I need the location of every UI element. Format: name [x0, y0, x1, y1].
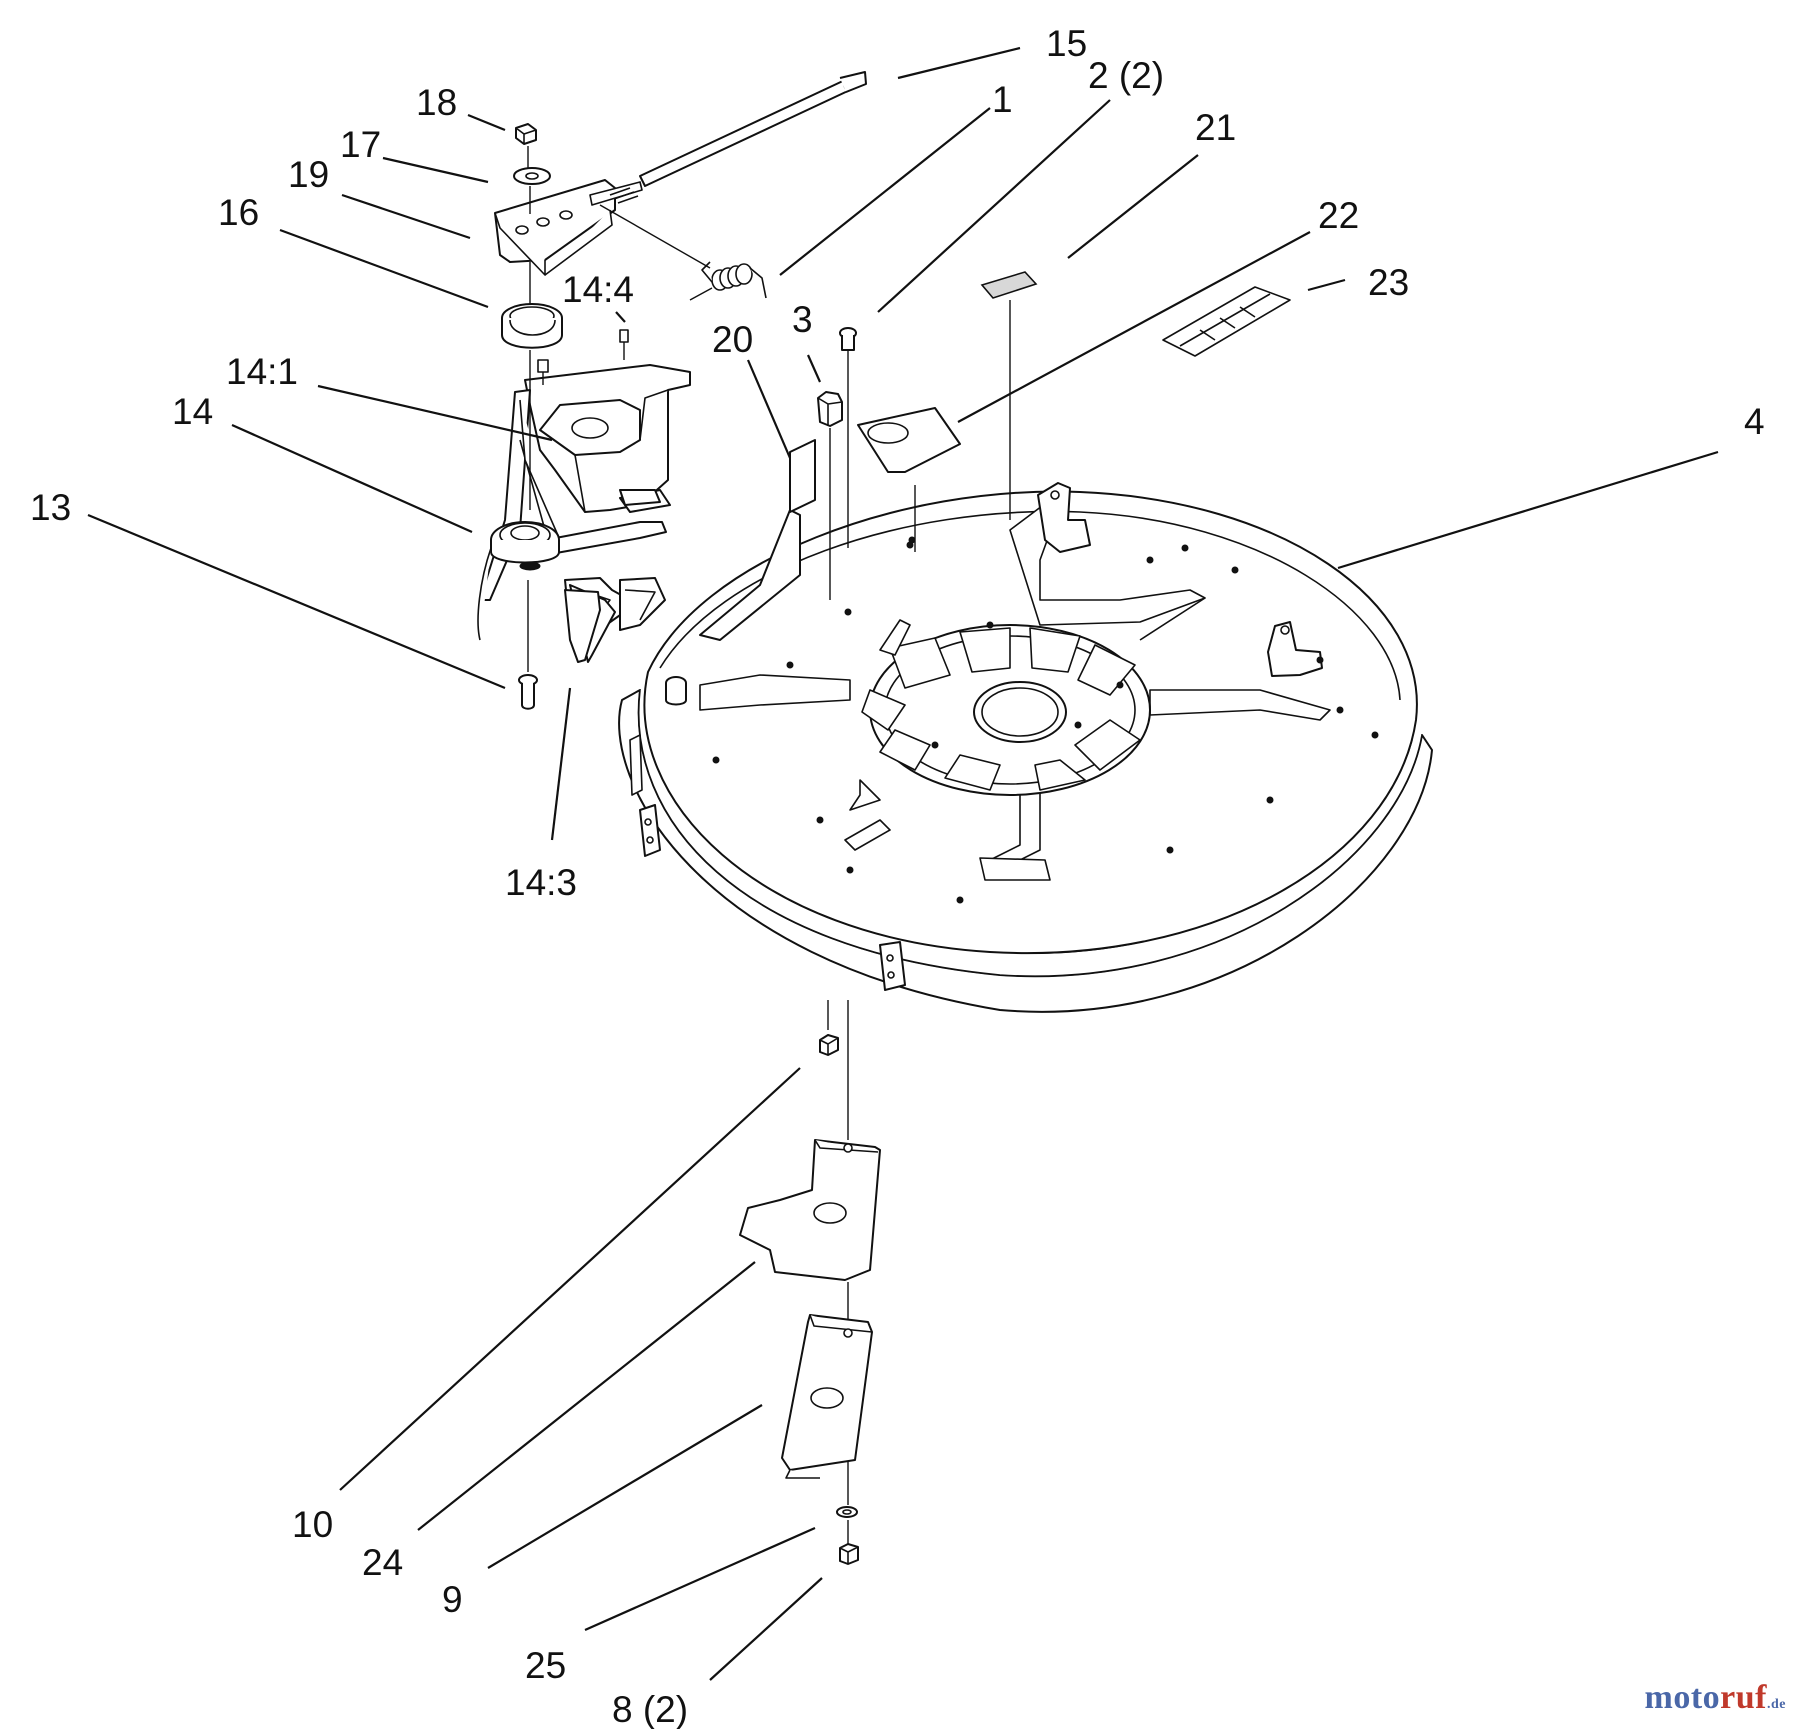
callout-8: 8 (2) [612, 1689, 688, 1729]
callout-17: 17 [340, 124, 381, 165]
watermark-part-b: ruf [1720, 1679, 1767, 1716]
blade-hardware [739, 1000, 881, 1565]
callout-13: 13 [30, 487, 71, 528]
callout-15: 15 [1046, 23, 1087, 64]
callout-14-3: 14:3 [505, 862, 577, 903]
callout-14-1: 14:1 [226, 351, 298, 392]
callout-4: 4 [1744, 401, 1765, 442]
callout-14: 14 [172, 391, 213, 432]
callout-10: 10 [292, 1504, 333, 1545]
deck-hardware [789, 271, 1291, 600]
callout-22: 22 [1318, 195, 1359, 236]
pivot-plate-assembly [494, 71, 867, 301]
callout-18: 18 [416, 82, 457, 123]
mower-deck [618, 482, 1433, 1013]
callout-14-4: 14:4 [562, 269, 634, 310]
callout-3: 3 [792, 299, 813, 340]
watermark-part-c: .de [1767, 1697, 1786, 1712]
callout-20: 20 [712, 319, 753, 360]
callout-labels: 15 2 (2) 1 21 22 23 4 3 20 18 17 19 16 1… [30, 23, 1765, 1729]
callout-21: 21 [1195, 107, 1236, 148]
torsion-spring [701, 261, 767, 299]
callout-2: 2 (2) [1088, 55, 1164, 96]
pulley-bolt [518, 580, 538, 710]
callout-24: 24 [362, 1542, 403, 1583]
deck-holes [712, 536, 1379, 904]
callout-25: 25 [525, 1645, 566, 1686]
callout-9: 9 [442, 1579, 463, 1620]
callout-16: 16 [218, 192, 259, 233]
callout-1: 1 [992, 79, 1013, 120]
top-hardware-stack [501, 123, 629, 510]
callout-23: 23 [1368, 262, 1409, 303]
watermark-part-a: moto [1644, 1679, 1721, 1716]
belt-cover-assembly [477, 364, 691, 663]
leader-lines [87, 46, 1719, 1681]
callout-19: 19 [288, 154, 329, 195]
watermark-logo: motoruf.de [1645, 1679, 1786, 1717]
